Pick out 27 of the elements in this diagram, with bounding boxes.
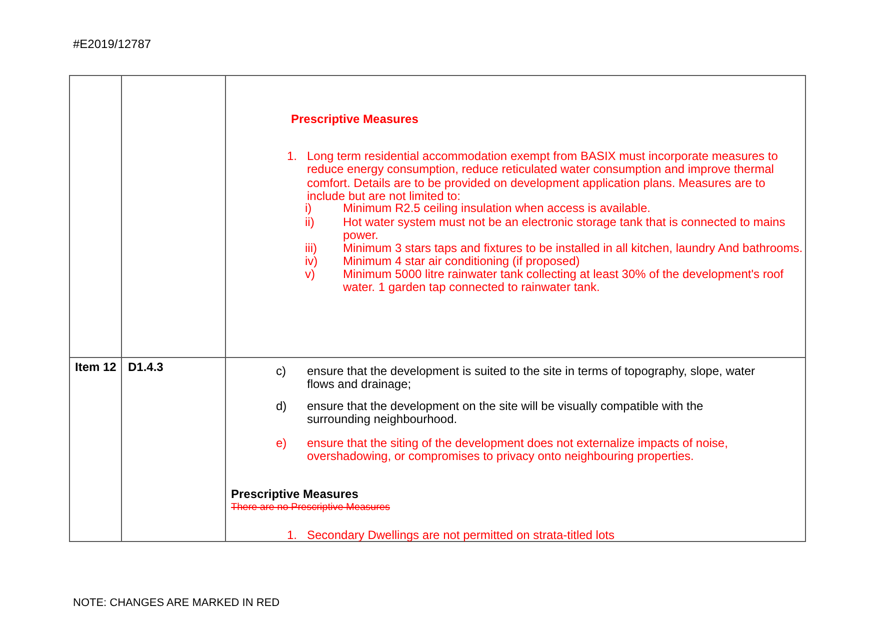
list-marker: ii): [305, 216, 314, 230]
clause-reference: D1.4.3: [128, 361, 164, 374]
section-heading: Prescriptive Measures: [231, 488, 358, 502]
list-marker: v): [305, 268, 315, 282]
paragraph: Long term residential accommodation exempt from BASIX must incorporate measures to reduce energy consumption, reduce reticulated water consumption and improve thermal comfort. Details are to be provided on development application plans. Measures are to include but are not limited to:: [307, 150, 779, 203]
item-number: Item 12: [75, 361, 116, 374]
footnote: NOTE: CHANGES ARE MARKED IN RED: [73, 597, 280, 610]
list-item-text: Secondary Dwellings are not permitted on strata-titled lots: [307, 529, 614, 542]
list-item-text: Minimum R2.5 ceiling insulation when access is available.: [343, 202, 650, 216]
list-item-text: ensure that the development on the site will be visually compatible with the surrounding neighbourhood.: [307, 400, 704, 427]
list-item-text: Minimum 3 stars taps and fixtures to be installed in all kitchen, laundry And bathrooms.: [343, 242, 803, 256]
list-item-text: Hot water system must not be an electronic storage tank that is connected to mains power.: [343, 216, 786, 243]
list-number: 1.: [287, 150, 298, 164]
list-marker: iii): [305, 242, 317, 256]
list-item-text: Minimum 4 star air conditioning (if proposed): [343, 255, 580, 268]
list-item-text: ensure that the siting of the development does not externalize impacts of noise, overshadowing, or compromises to privacy onto neighbouring properties.: [307, 437, 729, 464]
list-marker: i): [305, 202, 312, 216]
list-marker: e): [276, 437, 287, 450]
document-reference: #E2019/12787: [73, 38, 152, 52]
list-item-text: ensure that the development is suited to the site in terms of topography, slope, water flows and drainage;: [307, 365, 756, 392]
list-item-text: Minimum 5000 litre rainwater tank collecting at least 30% of the development's roof water. 1 garden tap connected to rainwater tank.: [343, 268, 785, 295]
deleted-text: There are no Prescriptive Measures: [231, 502, 390, 514]
list-marker: c): [276, 365, 286, 378]
list-marker: d): [276, 400, 287, 414]
list-marker: iv): [305, 255, 318, 268]
list-number: 1.: [287, 529, 298, 542]
section-heading: Prescriptive Measures: [291, 113, 418, 126]
